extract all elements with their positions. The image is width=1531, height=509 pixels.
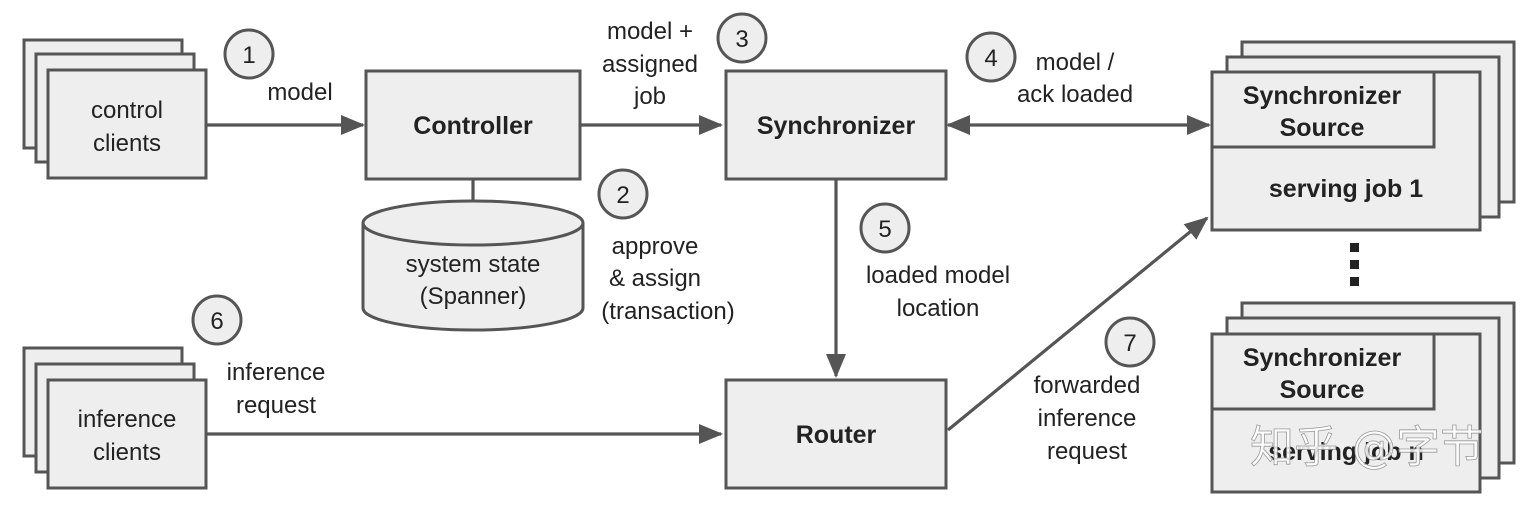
- step-2: 2 approve & assign (transaction): [597, 168, 735, 325]
- router-label: Router: [796, 421, 877, 449]
- control-clients-label-2: clients: [93, 130, 161, 157]
- watermark-text: 知乎 @字节: [1250, 422, 1484, 473]
- step-2-number: 2: [616, 182, 629, 209]
- step-1: 1 model: [223, 28, 333, 106]
- step-3-number: 3: [735, 26, 748, 53]
- step-2-label-3: (transaction): [601, 298, 734, 325]
- more-jobs-ellipsis: [1350, 243, 1359, 286]
- controller-label: Controller: [413, 112, 533, 140]
- serving-job-1-label: serving job 1: [1269, 175, 1423, 203]
- inference-clients-label-2: clients: [93, 439, 161, 466]
- step-1-number: 1: [242, 42, 255, 69]
- step-5: 5 loaded model location: [859, 202, 1010, 322]
- step-6: 6 inference request: [191, 294, 326, 419]
- synchronizer-label: Synchronizer: [757, 112, 916, 140]
- step-6-label-2: request: [236, 392, 316, 419]
- step-7-label-3: request: [1047, 438, 1127, 465]
- step-7-label-1: forwarded: [1034, 372, 1141, 399]
- serving-job-1-source-2: Source: [1280, 114, 1365, 142]
- serving-job-n-source-2: Source: [1280, 376, 1365, 404]
- inference-clients-label-1: inference: [78, 406, 177, 433]
- serving-job-1-source-1: Synchronizer: [1243, 82, 1402, 110]
- step-2-label-2: & assign: [609, 265, 701, 292]
- edge-router-to-serving-job-1: [946, 216, 1209, 432]
- serving-job-1-stack: Synchronizer Source serving job 1: [1210, 40, 1516, 232]
- step-4: 4 model / ack loaded: [965, 31, 1133, 108]
- system-state-label-1: system state: [406, 251, 541, 278]
- step-7: 7 forwarded inference request: [1034, 316, 1156, 465]
- step-7-number: 7: [1123, 330, 1136, 357]
- step-4-number: 4: [984, 45, 997, 72]
- synchronizer-box: Synchronizer: [724, 69, 948, 181]
- step-4-label-1: model /: [1036, 49, 1115, 76]
- step-5-number: 5: [878, 216, 891, 243]
- control-clients-stack: control clients: [22, 38, 208, 180]
- step-3-label-2: assigned: [602, 51, 698, 78]
- step-6-number: 6: [210, 308, 223, 335]
- serving-job-n-stack: Synchronizer Source serving job n: [1210, 301, 1516, 494]
- step-3: 3 model + assigned job: [602, 12, 768, 110]
- serving-job-n-label: serving job n: [1268, 438, 1424, 466]
- control-clients-label-1: control: [91, 97, 163, 124]
- controller-box: Controller: [364, 69, 582, 181]
- system-state-cylinder: system state (Spanner): [361, 199, 585, 332]
- step-4-label-2: ack loaded: [1017, 81, 1133, 108]
- step-2-label-1: approve: [612, 233, 699, 260]
- inference-clients-stack: inference clients: [22, 346, 208, 490]
- step-1-label: model: [267, 79, 332, 106]
- step-3-label-1: model +: [607, 18, 693, 45]
- step-7-label-2: inference: [1038, 405, 1137, 432]
- system-state-label-2: (Spanner): [420, 283, 527, 310]
- serving-job-n-source-1: Synchronizer: [1243, 344, 1402, 372]
- step-5-label-1: loaded model: [866, 262, 1010, 289]
- step-5-label-2: location: [897, 295, 980, 322]
- router-box: Router: [724, 378, 948, 490]
- step-3-label-3: job: [633, 83, 666, 110]
- step-6-label-1: inference: [227, 359, 326, 386]
